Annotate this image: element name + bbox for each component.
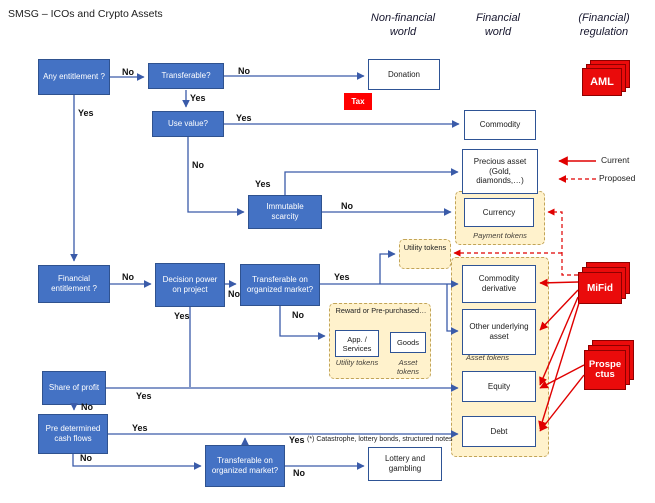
reward-prepurchased-area: Reward or Pre-purchased… App. / Services… xyxy=(329,303,431,379)
asset-tokens-sublabel: Asset tokens xyxy=(396,358,420,376)
edge-label-no: No xyxy=(293,468,305,478)
edge-label-yes: Yes xyxy=(136,391,152,401)
edge-label-no: No xyxy=(292,310,304,320)
edge-label-yes: Yes xyxy=(132,423,148,433)
column-header-regulation: (Financial) regulation xyxy=(578,12,630,38)
app-services-box: App. / Services xyxy=(335,330,379,357)
outcome-donation: Donation xyxy=(368,59,440,90)
edge-label-no: No xyxy=(228,289,240,299)
goods-box: Goods xyxy=(390,332,426,353)
asset-tokens-label: Asset tokens xyxy=(466,353,509,362)
edge-label-no: No xyxy=(192,160,204,170)
edge-label-yes: Yes xyxy=(289,435,305,445)
edge-label-yes: Yes xyxy=(174,311,190,321)
edge-label-no: No xyxy=(122,272,134,282)
edge-label-no: No xyxy=(122,67,134,77)
decision-pre-determined-cash-flows: Pre determined cash flows xyxy=(38,414,108,454)
edge-label-no: No xyxy=(341,201,353,211)
edge-label-yes: Yes xyxy=(334,272,350,282)
edge-label-yes: Yes xyxy=(236,113,252,123)
outcome-other-underlying-asset: Other underlying asset xyxy=(462,309,536,355)
decision-any-entitlement: Any entitlement ? xyxy=(38,59,110,95)
edge-label-no: No xyxy=(81,402,93,412)
reward-header: Reward or Pre-purchased… xyxy=(335,306,427,315)
prospectus-stack: Prospectus xyxy=(584,340,636,392)
legend-arrows xyxy=(558,156,596,183)
decision-power-on-project: Decision power on project xyxy=(155,263,225,307)
outcome-debt: Debt xyxy=(462,416,536,447)
outcome-commodity-derivative: Commodity derivative xyxy=(462,265,536,303)
mifid-label: MiFid xyxy=(578,272,622,304)
utility-tokens-sublabel: Utility tokens xyxy=(335,358,379,367)
edge-label-no: No xyxy=(80,453,92,463)
aml-stack: AML xyxy=(582,60,632,98)
page-title: SMSG – ICOs and Crypto Assets xyxy=(8,8,163,20)
prospectus-label: Prospectus xyxy=(584,350,626,390)
aml-label: AML xyxy=(582,68,622,96)
edge-label-yes: Yes xyxy=(190,93,206,103)
edge-label-yes: Yes xyxy=(255,179,271,189)
decision-transferable-organized-1: Transferable on organized market? xyxy=(240,264,320,306)
outcome-precious-asset: Precious asset (Gold, diamonds,…) xyxy=(462,149,538,194)
outcome-currency: Currency xyxy=(464,198,534,227)
decision-transferable: Transferable? xyxy=(148,63,224,89)
outcome-commodity: Commodity xyxy=(464,110,536,140)
tax-box: Tax xyxy=(344,93,372,110)
edge-label-yes: Yes xyxy=(78,108,94,118)
outcome-lottery-gambling: Lottery and gambling xyxy=(368,447,442,481)
outcome-equity: Equity xyxy=(462,371,536,402)
decision-financial-entitlement: Financial entitlement ? xyxy=(38,265,110,303)
column-header-non-financial: Non-financial world xyxy=(370,12,436,38)
decision-immutable-scarcity: Immutable scarcity xyxy=(248,195,322,229)
legend-proposed-label: Proposed xyxy=(599,173,636,183)
column-header-financial: Financial world xyxy=(475,12,521,38)
mifid-stack: MiFid xyxy=(578,262,632,306)
decision-transferable-organized-2: Transferable on organized market? xyxy=(205,445,285,487)
catastrophe-footnote: (*) Catastrophe, lottery bonds, structur… xyxy=(307,436,453,443)
utility-tokens-label: Utility tokens xyxy=(403,243,447,252)
decision-share-of-profit: Share of profit xyxy=(42,371,106,405)
edge-label-no: No xyxy=(238,66,250,76)
payment-tokens-label: Payment tokens xyxy=(473,231,527,240)
utility-tokens-box xyxy=(399,239,451,269)
legend-current-label: Current xyxy=(601,155,630,165)
decision-use-value: Use value? xyxy=(152,111,224,137)
